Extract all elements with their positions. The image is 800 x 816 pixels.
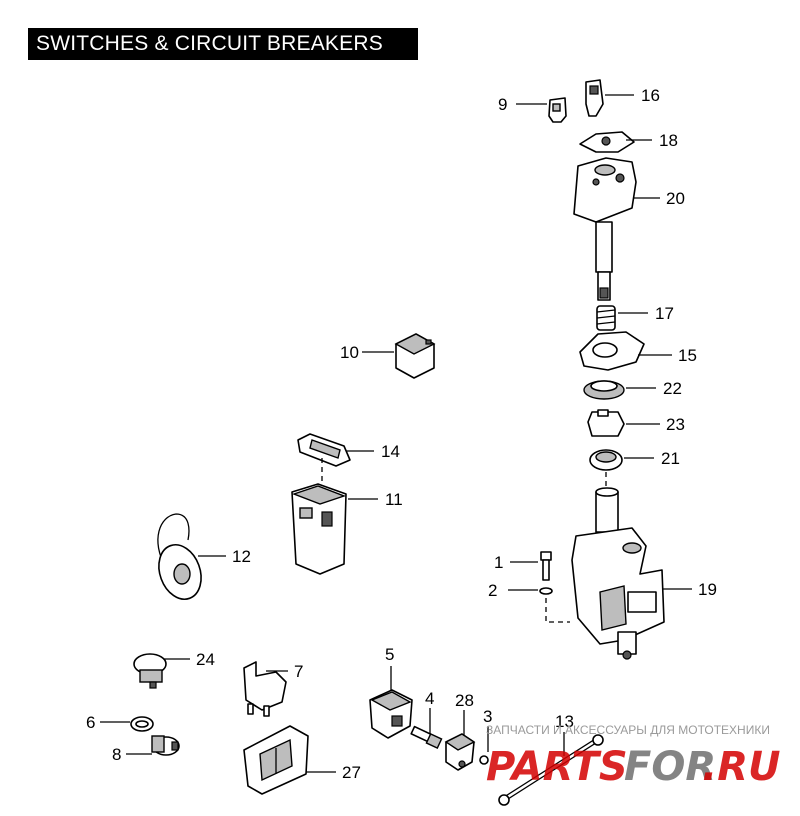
page-title: SWITCHES & CIRCUIT BREAKERS [28,28,418,60]
part-1-screw[interactable] [540,551,552,581]
part-10-relay[interactable] [394,333,436,379]
callout-24: 24 [196,650,215,669]
part-24-switch[interactable] [133,653,167,689]
svg-text:.RU: .RU [702,744,780,790]
callout-19: 19 [698,580,717,599]
callout-23: 23 [666,415,685,434]
part-17-spring[interactable] [596,305,616,331]
callout-27: 27 [342,763,361,782]
part-27-bracket[interactable] [243,725,309,795]
part-8-switch[interactable] [151,735,180,756]
svg-text:ЗАПЧАСТИ И АКСЕССУАРЫ ДЛЯ МОТО: ЗАПЧАСТИ И АКСЕССУАРЫ ДЛЯ МОТОТЕХНИКИ [486,723,770,737]
callout-1: 1 [494,553,503,572]
part-4-stud[interactable] [410,725,443,749]
part-21-ring[interactable] [589,449,623,471]
callout-10: 10 [340,343,359,362]
watermark-logo: ЗАПЧАСТИ И АКСЕССУАРЫ ДЛЯ МОТОТЕХНИКИ PA… [486,723,780,790]
callout-21: 21 [661,449,680,468]
callout-3: 3 [483,707,492,726]
part-14-cover[interactable] [297,433,351,467]
part-20-switch-cover[interactable] [573,157,637,301]
part-11-housing[interactable] [291,483,347,575]
part-19-switch-body[interactable] [571,487,665,660]
part-28-breaker[interactable] [444,733,476,771]
part-2-washer[interactable] [539,587,553,595]
callout-11: 11 [385,490,403,509]
callout-13: 13 [555,712,574,731]
part-5-boot[interactable] [369,689,413,739]
callout-18: 18 [659,131,678,150]
callout-6: 6 [86,713,95,732]
svg-text:FOR: FOR [624,744,716,790]
part-7-relay[interactable] [243,661,287,717]
part-16-key[interactable] [585,79,604,117]
callout-15: 15 [678,346,697,365]
callout-4: 4 [425,689,434,708]
callout-14: 14 [381,442,400,461]
part-12-cap[interactable] [152,513,209,605]
callout-20: 20 [666,189,685,208]
part-23-collar[interactable] [587,409,625,437]
callout-28: 28 [455,691,474,710]
part-22-ring[interactable] [583,380,625,400]
callout-22: 22 [663,379,682,398]
callout-5: 5 [385,645,394,664]
svg-text:PARTS: PARTS [486,744,628,790]
callout-2: 2 [488,581,497,600]
callout-12: 12 [232,547,251,566]
part-9-key[interactable] [548,97,567,123]
callout-7: 7 [294,662,303,681]
callout-17: 17 [655,304,674,323]
assembly-path-screw [545,598,570,623]
callout-9: 9 [498,95,507,114]
part-6-o-ring[interactable] [130,716,154,732]
part-13-strap[interactable] [498,734,604,806]
part-18-plate[interactable] [579,131,635,153]
callout-8: 8 [112,745,121,764]
callout-16: 16 [641,86,660,105]
part-15-plate[interactable] [579,331,645,371]
part-3-nut[interactable] [479,755,489,765]
